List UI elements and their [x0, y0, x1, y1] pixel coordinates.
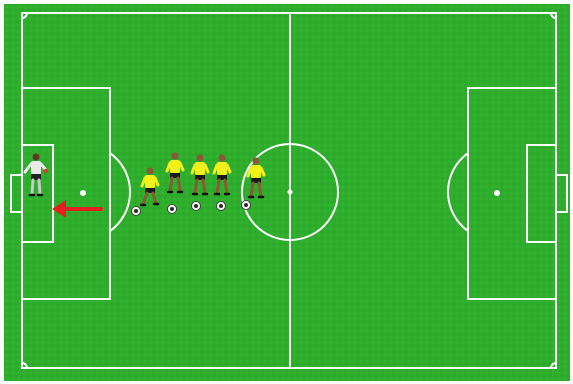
ball-icon: [168, 205, 177, 214]
left-penalty-spot: [80, 190, 86, 196]
grass-field: [4, 4, 570, 381]
center-spot: [288, 190, 293, 195]
ball-icon: [192, 202, 201, 211]
ball-icon: [132, 207, 141, 216]
ball-icon: [217, 202, 226, 211]
right-penalty-spot: [494, 190, 500, 196]
ball-icon: [242, 201, 251, 210]
